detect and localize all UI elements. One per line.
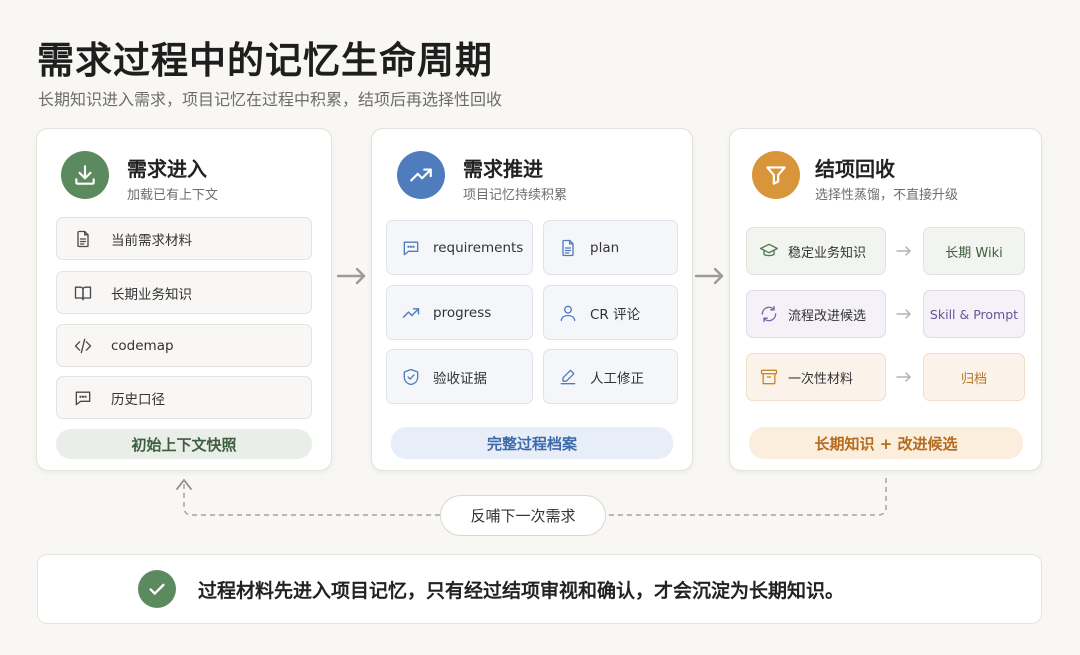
stage-title: 结项回收 [815,157,895,181]
item-label: plan [590,239,620,256]
source-item: 稳定业务知识 [746,227,886,275]
document-icon [562,239,574,256]
list-item: 历史口径 [56,376,312,419]
stage-footer: 完整过程档案 [391,427,673,459]
book-icon [74,286,92,300]
grid-item: 人工修正 [543,349,678,404]
stage-card-progress: 需求推进 项目记忆持续积累 requirements plan progress… [371,128,693,471]
stage-card-recycle: 结项回收 选择性蒸馏，不直接升级 稳定业务知识 长期 Wiki 流程改进候选 S… [729,128,1042,471]
chat-icon [403,241,419,255]
page-subtitle: 长期知识进入需求，项目记忆在过程中积累，结项后再选择性回收 [38,90,503,109]
stage-subtitle: 加载已有上下文 [127,188,219,203]
download-icon [61,151,109,199]
stage-title: 需求进入 [127,157,207,181]
arrow-right-icon [896,372,911,382]
check-circle-icon [138,570,176,608]
source-item: 一次性材料 [746,353,886,401]
filter-icon [752,151,800,199]
stage-subtitle: 项目记忆持续积累 [463,188,568,203]
item-label: 历史口径 [111,391,165,408]
arrow-right-icon [336,267,366,285]
grid-item: plan [543,220,678,275]
user-icon [560,305,576,321]
stage-subtitle: 选择性蒸馏，不直接升级 [815,188,959,203]
message-icon [75,391,91,405]
item-label: requirements [433,239,524,256]
page-title: 需求过程中的记忆生命周期 [37,39,493,82]
pen-icon [560,369,576,384]
shield-check-icon [403,368,419,385]
grid-item: progress [386,285,533,340]
trending-up-icon [402,307,420,318]
stage-card-entry: 需求进入 加载已有上下文 当前需求材料 长期业务知识 codemap 历史口径 … [36,128,332,471]
list-item: codemap [56,324,312,367]
item-label: 一次性材料 [788,371,854,387]
item-label: 人工修正 [590,370,644,387]
source-item: 流程改进候选 [746,290,886,338]
item-label: progress [433,304,492,321]
item-label: 流程改进候选 [788,308,867,324]
grid-item: CR 评论 [543,285,678,340]
item-label: CR 评论 [590,306,641,323]
arrow-right-icon [694,267,724,285]
graduation-cap-icon [760,243,778,257]
refresh-icon [761,305,777,323]
item-label: 稳定业务知识 [788,245,867,261]
trending-up-icon [397,151,445,199]
feedback-label: 反哺下一次需求 [440,495,606,536]
target-item: 归档 [923,353,1025,401]
list-item: 当前需求材料 [56,217,312,260]
document-icon [77,230,89,247]
stage-footer: 长期知识 + 改进候选 [749,427,1023,459]
stage-title: 需求推进 [463,157,543,181]
grid-item: requirements [386,220,533,275]
grid-item: 验收证据 [386,349,533,404]
code-icon [74,338,92,353]
conclusion-text: 过程材料先进入项目记忆，只有经过结项审视和确认，才会沉淀为长期知识。 [198,579,845,602]
stage-footer: 初始上下文快照 [56,429,312,459]
arrow-right-icon [896,246,911,256]
item-label: 长期业务知识 [111,286,192,303]
conclusion-banner: 过程材料先进入项目记忆，只有经过结项审视和确认，才会沉淀为长期知识。 [37,554,1042,624]
target-item: Skill & Prompt [923,290,1025,338]
target-item: 长期 Wiki [923,227,1025,275]
archive-icon [760,369,778,385]
item-label: codemap [111,337,174,354]
item-label: 当前需求材料 [111,232,192,249]
list-item: 长期业务知识 [56,271,312,314]
arrow-right-icon [896,309,911,319]
item-label: 验收证据 [433,370,487,387]
